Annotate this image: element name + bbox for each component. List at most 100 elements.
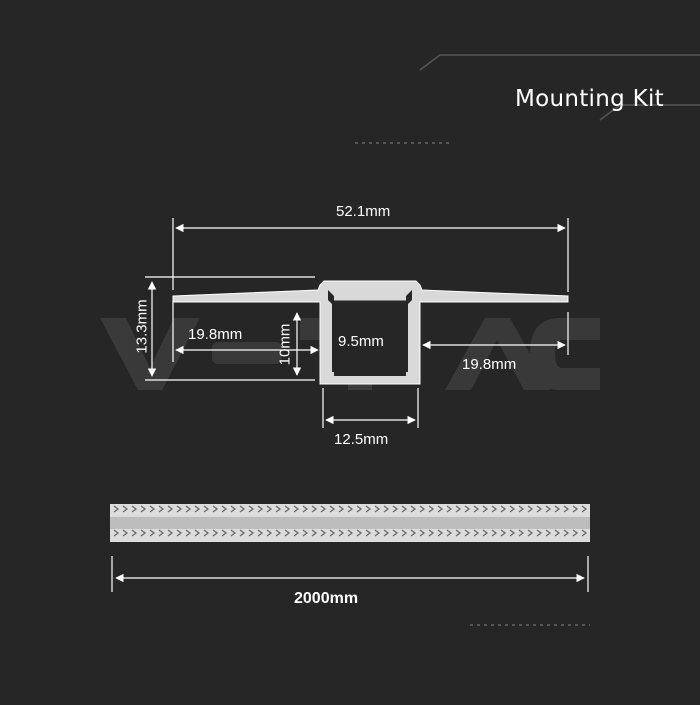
led-chevron [185,529,192,537]
page-title: Mounting Kit [514,86,664,112]
led-chevron [311,505,318,513]
led-chevron [428,505,435,513]
led-chevron [356,505,363,513]
led-chevron [473,529,480,537]
led-chevron [401,505,408,513]
led-chevron [140,505,147,513]
led-chevron [167,529,174,537]
led-chevron [383,505,390,513]
led-chevron [257,529,264,537]
led-chevron [203,529,210,537]
led-chevron [365,529,372,537]
led-chevron [122,505,129,513]
led-chevron [239,529,246,537]
led-chevron [518,529,525,537]
led-chevron [572,529,579,537]
led-chevron [545,529,552,537]
led-chevron [455,505,462,513]
led-chevron [320,505,327,513]
led-chevron [536,529,543,537]
led-chevron [464,505,471,513]
label-length: 2000mm [294,590,359,607]
led-chevron [149,529,156,537]
led-chevron [293,529,300,537]
led-chevron [491,529,498,537]
led-chevron [131,529,138,537]
led-chevron [509,529,516,537]
led-chevron [239,505,246,513]
led-chevron [284,505,291,513]
led-chevron [230,505,237,513]
led-chevron [329,529,336,537]
led-chevron [248,505,255,513]
led-chevron [455,529,462,537]
led-chevron [437,529,444,537]
label-total-width: 52.1mm [336,203,391,220]
led-chevron [500,505,507,513]
led-chevron [491,505,498,513]
led-chevron [482,505,489,513]
led-chevron [392,529,399,537]
led-chevron [419,529,426,537]
led-chevron [212,505,219,513]
led-chevron [185,505,192,513]
led-chevron [320,529,327,537]
led-chevron [347,529,354,537]
led-chevron [221,505,228,513]
led-chevron [500,529,507,537]
led-chevron [419,505,426,513]
led-chevron [311,529,318,537]
led-chevron [374,505,381,513]
label-height: 13.3mm [133,299,151,354]
led-chevron [356,529,363,537]
led-chevron [410,505,417,513]
led-chevron [347,505,354,513]
led-chevron [302,505,309,513]
led-chevron [410,529,417,537]
led-chevron [581,529,588,537]
led-chevron [293,505,300,513]
led-chevron [536,505,543,513]
dimension-lines [115,223,585,583]
led-chevron [365,505,372,513]
led-chevron [176,505,183,513]
led-chevron [563,529,570,537]
led-chevron [329,505,336,513]
led-chevron [140,529,147,537]
led-chevron [149,505,156,513]
label-channel-inner-width: 9.5mm [338,333,384,350]
led-chevron [572,505,579,513]
led-chevron [446,505,453,513]
led-chevron [230,529,237,537]
led-chevron [221,529,228,537]
led-chevron [527,529,534,537]
led-chevron [473,505,480,513]
led-chevron [248,529,255,537]
led-chevron [482,529,489,537]
led-chevron [437,505,444,513]
led-chevron [158,529,165,537]
led-chevron [113,529,120,537]
led-chevron [527,505,534,513]
led-pattern [113,505,588,537]
led-chevron [401,529,408,537]
led-chevron [194,505,201,513]
label-right-flange: 19.8mm [462,356,517,373]
label-channel-depth: 10mm [276,323,294,366]
led-chevron [122,529,129,537]
led-chevron [203,505,210,513]
led-chevron [275,505,282,513]
led-chevron [338,529,345,537]
led-chevron [284,529,291,537]
led-chevron [212,529,219,537]
profile-side-view [110,504,590,542]
led-chevron [167,505,174,513]
label-left-flange: 19.8mm [188,326,243,343]
led-chevron [509,505,516,513]
led-chevron [383,529,390,537]
led-chevron [257,505,264,513]
extension-lines [111,218,589,592]
led-chevron [266,505,273,513]
